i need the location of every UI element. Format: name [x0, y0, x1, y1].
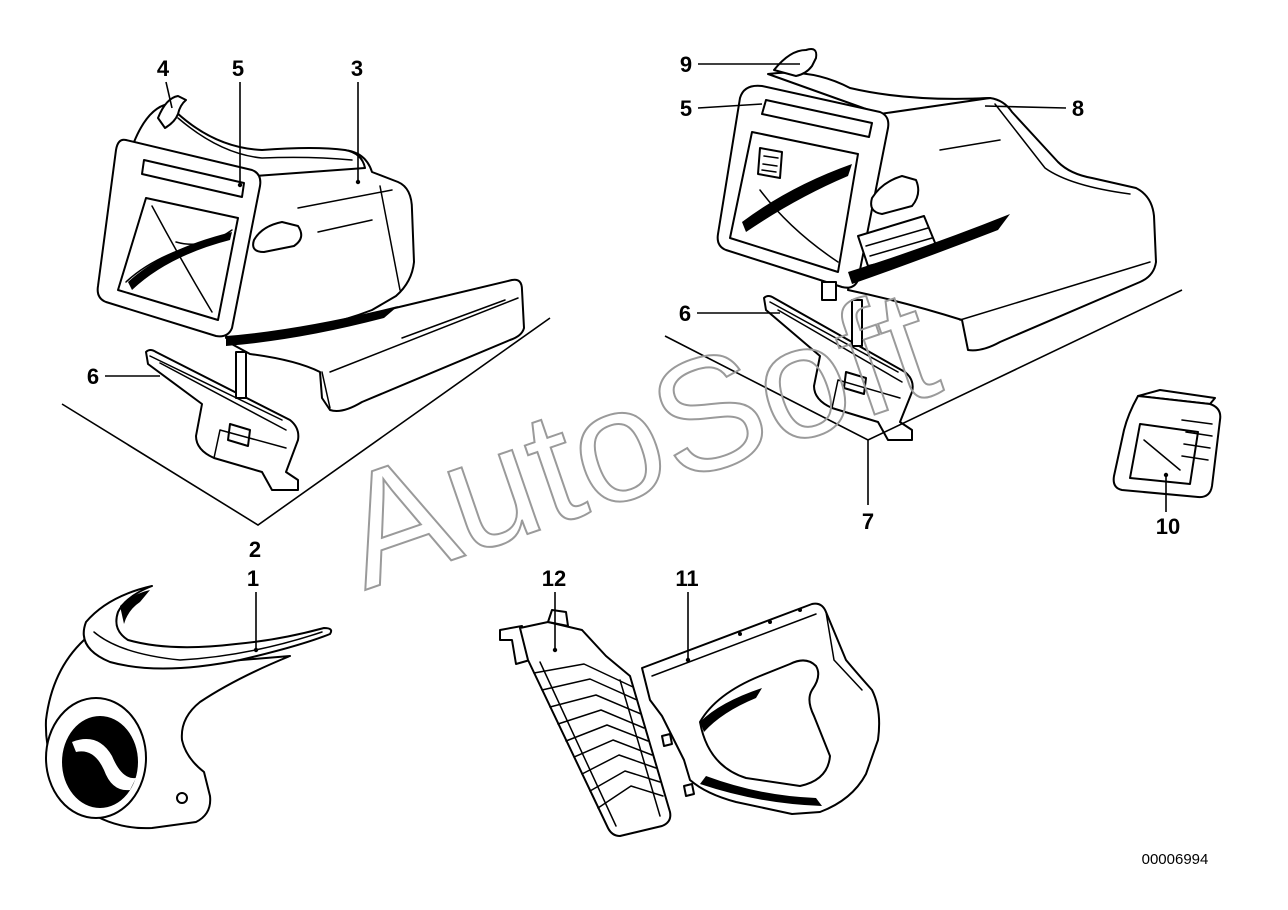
callout-grille-panel: 12 [542, 566, 566, 591]
callout-headlight-cowl: 1 [247, 566, 259, 591]
bracket-group-2 [61, 317, 551, 526]
callout-left-headlamp-surround: 5 [232, 56, 244, 81]
left-fairing-side-detail [297, 185, 401, 291]
callout-lower-panel: 11 [675, 566, 698, 591]
cowl-visor-shade [120, 590, 150, 624]
grille-panel-part [499, 609, 672, 837]
leader-right-5 [697, 103, 763, 109]
left-fairing-shadow [226, 306, 398, 346]
leader-right-8 [984, 105, 1067, 109]
callout-labels: 4 5 3 6 2 9 5 8 6 7 1 10 12 11 [87, 52, 1180, 591]
callout-left-bracket: 6 [87, 364, 99, 389]
grille-ribs [533, 663, 664, 809]
callout-left-fairing: 3 [351, 56, 363, 81]
left-headlamp-window [117, 197, 239, 321]
left-bracket-tab [235, 351, 247, 399]
left-side-vent [252, 221, 303, 253]
lower-panel-hole [768, 620, 772, 624]
leader-1-dot [253, 647, 259, 653]
left-fairing-top-detail [177, 117, 353, 161]
right-lamp-mount-detail [761, 155, 779, 173]
right-bracket-tab [851, 299, 863, 347]
headlight-cowl-part [44, 585, 333, 830]
lower-panel-flange [651, 611, 863, 691]
callout-right-top-rim: 9 [680, 52, 692, 77]
grille-top-tab [547, 609, 569, 627]
right-fairing-shadow [848, 214, 1010, 284]
drawing-number: 00006994 [1142, 851, 1209, 868]
left-mounting-bracket [145, 349, 300, 491]
right-mounting-bracket [763, 295, 914, 441]
lower-panel-shade-cutout [700, 688, 762, 732]
callout-right-fairing: 8 [1072, 96, 1084, 121]
vent-frame-slats [1143, 419, 1213, 471]
callout-group-left: 2 [249, 537, 261, 562]
left-bracket-detail [149, 355, 287, 459]
right-lamp-mount [757, 147, 783, 179]
leader-left-5-dot [237, 182, 243, 188]
left-fairing-assembly [96, 95, 525, 491]
lower-panel-hole [798, 608, 802, 612]
leader-10-dot [1163, 472, 1169, 478]
leader-lines [61, 63, 1183, 663]
lower-panel-hole [738, 632, 742, 636]
callout-vent-frame: 10 [1156, 514, 1180, 539]
right-fairing-side-detail [939, 103, 1151, 321]
left-surround-slot [141, 159, 245, 198]
right-vent-slats [865, 227, 933, 257]
lower-panel-edge-tab [683, 783, 695, 797]
right-window-shade [742, 164, 852, 232]
right-window-detail [759, 189, 839, 263]
leader-11-dot [685, 657, 691, 663]
callout-right-headlamp-surround: 5 [680, 96, 692, 121]
grille-inner-edge [539, 661, 661, 827]
leader-left-3-dot [355, 179, 361, 185]
callout-right-bracket: 6 [679, 301, 691, 326]
vent-frame-part [1112, 389, 1222, 499]
cowl-visor [82, 585, 333, 670]
cowl-lens-highlight [72, 739, 136, 791]
lower-panel-cutout [699, 659, 831, 787]
right-surround-slot [761, 99, 873, 138]
lower-panel-edge-tab [661, 733, 673, 747]
leader-left-4 [165, 81, 173, 109]
lower-panel-shade-bottom [700, 776, 822, 806]
leader-12-dot [552, 647, 558, 653]
right-bracket-detail [769, 301, 903, 409]
right-top-rim [773, 48, 818, 77]
lower-panel-part [641, 602, 881, 815]
cowl-visor-groove [93, 631, 323, 661]
left-belly-pan-detail [321, 297, 519, 409]
callout-left-top-trim: 4 [157, 56, 170, 81]
bracket-group-7 [664, 289, 1183, 505]
left-top-trim [157, 95, 187, 129]
right-lower-tab [821, 281, 837, 301]
vent-frame-window [1129, 423, 1199, 485]
right-fairing-assembly [716, 48, 1157, 441]
cowl-mount-hole [176, 792, 188, 804]
callout-group-right: 7 [862, 509, 874, 534]
left-window-shade [128, 232, 232, 290]
right-side-vent-upper [870, 175, 920, 215]
